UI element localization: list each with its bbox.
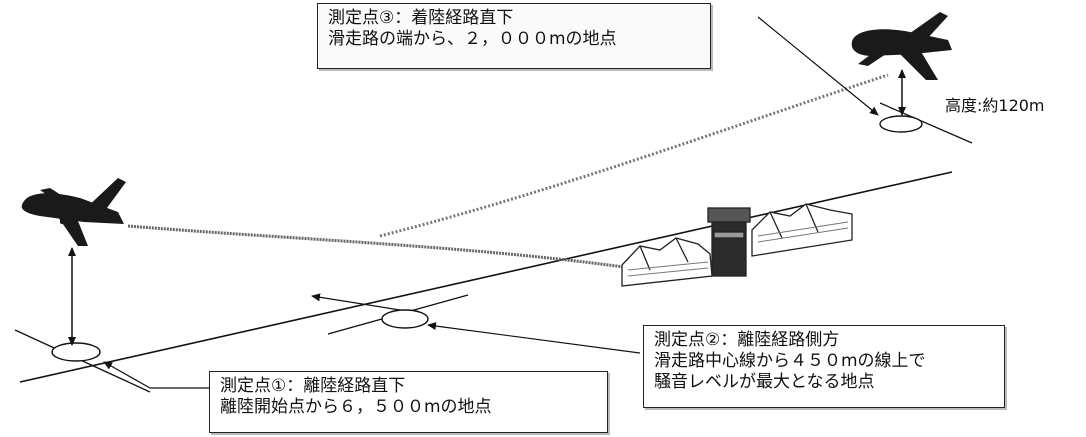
measurement-point-1-label: 測定点①：離陸経路直下 離陸開始点から６，５００mの地点 [209,371,608,433]
landing-contrail [379,73,889,238]
leader-line-point-2 [427,322,641,354]
takeoff-contrail [127,224,646,272]
buildings-icon [621,203,853,287]
point1-title: 測定点①：離陸経路直下 [220,376,406,396]
measurement-point-1-marker [14,329,151,393]
leader-line-point-2b [311,293,401,311]
measurement-point-2-marker [327,294,469,335]
point2-title: 測定点②：離陸経路側方 [654,330,840,350]
point3-description: 滑走路の端から、２，０００mの地点 [328,29,617,49]
airplane-takeoff-icon [21,178,126,246]
point2-description-1: 滑走路中心線から４５０mの線上で [654,351,926,371]
measurement-point-3-marker [879,102,973,144]
point2-description-2: 騒音レベルが最大となる地点 [654,372,875,392]
airplane-landing-icon [851,12,952,80]
leader-line-point-1 [103,361,209,389]
leader-line-point-3 [757,16,879,116]
runway-line [19,171,953,383]
measurement-point-3-label: 測定点③：着陸経路直下 滑走路の端から、２，０００mの地点 [317,3,711,69]
measurement-point-2-label: 測定点②：離陸経路側方 滑走路中心線から４５０mの線上で 騒音レベルが最大となる… [643,325,1005,408]
point1-description: 離陸開始点から６，５００mの地点 [220,397,492,417]
point3-title: 測定点③：着陸経路直下 [328,8,514,28]
altitude-label: 高度:約120m [945,96,1045,115]
